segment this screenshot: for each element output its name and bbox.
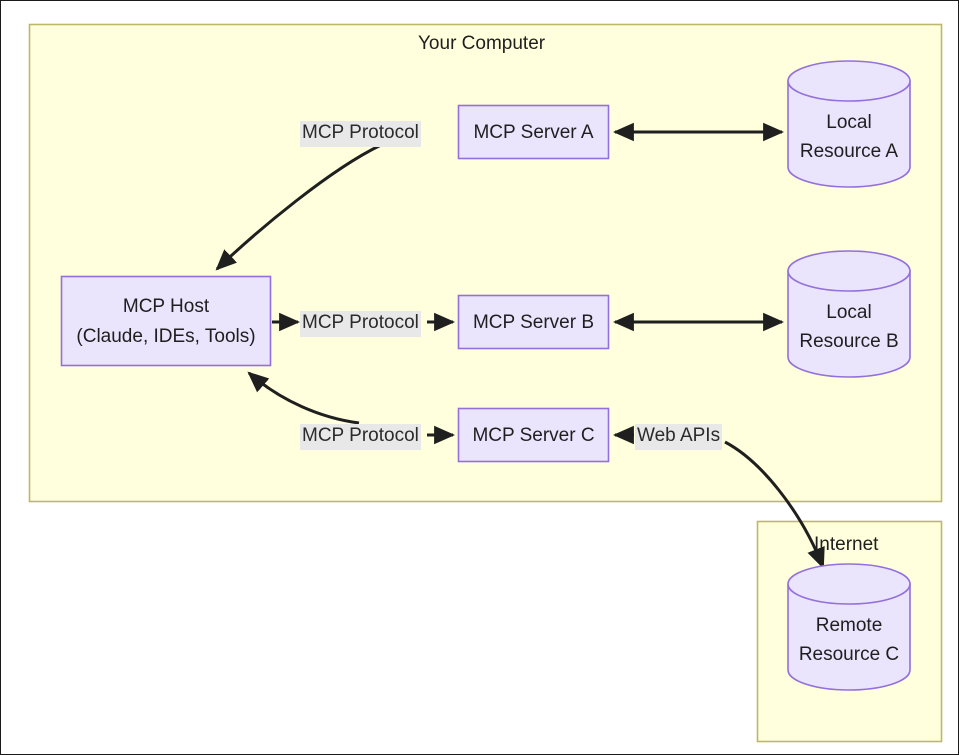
node-local-resource-a[interactable]: [787, 60, 911, 188]
node-mcp-server-c[interactable]: [457, 407, 610, 463]
node-mcp-host[interactable]: [60, 275, 272, 367]
edge-host-to-server-a: [215, 143, 382, 271]
node-mcp-server-a[interactable]: [457, 104, 610, 160]
edge-webapis-to-remote-c: [724, 440, 825, 569]
edge-server-c-to-host: [247, 371, 360, 425]
edge-label-mcp-protocol-a: MCP Protocol: [300, 121, 421, 147]
cluster-title-your-computer: Your Computer: [418, 33, 546, 54]
edge-label-mcp-protocol-b: MCP Protocol: [300, 311, 421, 337]
edge-label-mcp-protocol-c: MCP Protocol: [300, 424, 421, 450]
node-remote-resource-c[interactable]: [787, 563, 911, 691]
node-mcp-server-b[interactable]: [457, 294, 610, 350]
cluster-title-internet: Internet: [814, 534, 879, 555]
node-local-resource-b[interactable]: [787, 250, 911, 378]
edge-label-web-apis: Web APIs: [635, 424, 723, 450]
